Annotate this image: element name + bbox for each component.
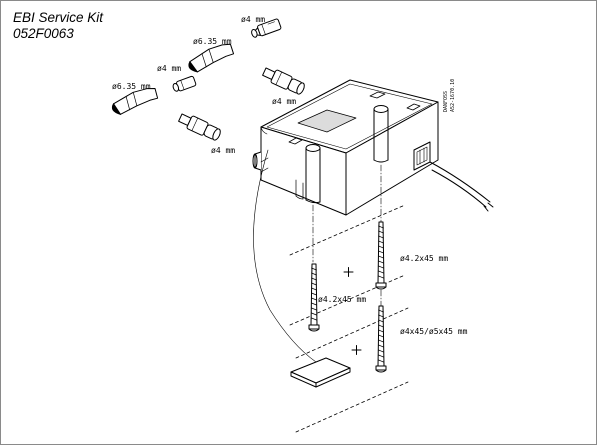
gasket-pad [290, 357, 351, 388]
drawing-code-line1: DANFOSS [443, 91, 449, 112]
housing-label-plate [297, 109, 357, 133]
label-d4-top: ø4 mm [241, 15, 265, 24]
kit-name: EBI Service Kit [13, 10, 104, 25]
screw-42x45-left [308, 263, 320, 332]
drawing-code-line2: A52-1670.10 [450, 79, 456, 112]
label-screw-4-5: ø4x45/ø5x45 mm [400, 327, 468, 336]
label-d4-mid: ø4 mm [157, 64, 181, 73]
label-d635-left: ø6.35 mm [112, 82, 151, 91]
plus-mark-upper [343, 267, 354, 277]
label-d4-right: ø4 mm [272, 97, 296, 106]
label-d4-bottom: ø4 mm [211, 146, 235, 155]
mounting-post-left [305, 144, 321, 204]
screw-42x45-right [375, 221, 387, 290]
label-screw-42-left: ø4.2x45 mm [318, 295, 366, 304]
clip-connector-small-top [251, 18, 282, 38]
housing-front-details [295, 179, 304, 200]
plus-mark-lower [351, 345, 362, 355]
mounting-plane-lower [295, 307, 409, 433]
label-screw-42-right: ø4.2x45 mm [400, 254, 448, 263]
kit-part-number: 052F0063 [13, 26, 74, 41]
mounting-post-right [373, 105, 389, 163]
pin-connector-upper [262, 67, 305, 95]
spade-connector-635-left [111, 88, 159, 115]
housing-slots [288, 91, 421, 145]
label-d635-top: ø6.35 mm [193, 37, 232, 46]
clip-connector-small-mid [172, 75, 197, 92]
pad-leader-curve [253, 149, 317, 363]
pin-connector-lower [178, 113, 221, 141]
mounting-plane-upper [289, 204, 406, 326]
screw-4x45-5x45 [375, 305, 387, 373]
cable [429, 161, 494, 212]
kit-title: EBI Service Kit 052F0063 [13, 10, 103, 42]
alignment-lines [312, 164, 382, 307]
spade-connector-635-top [188, 43, 235, 73]
housing-left-nozzle [252, 151, 269, 173]
